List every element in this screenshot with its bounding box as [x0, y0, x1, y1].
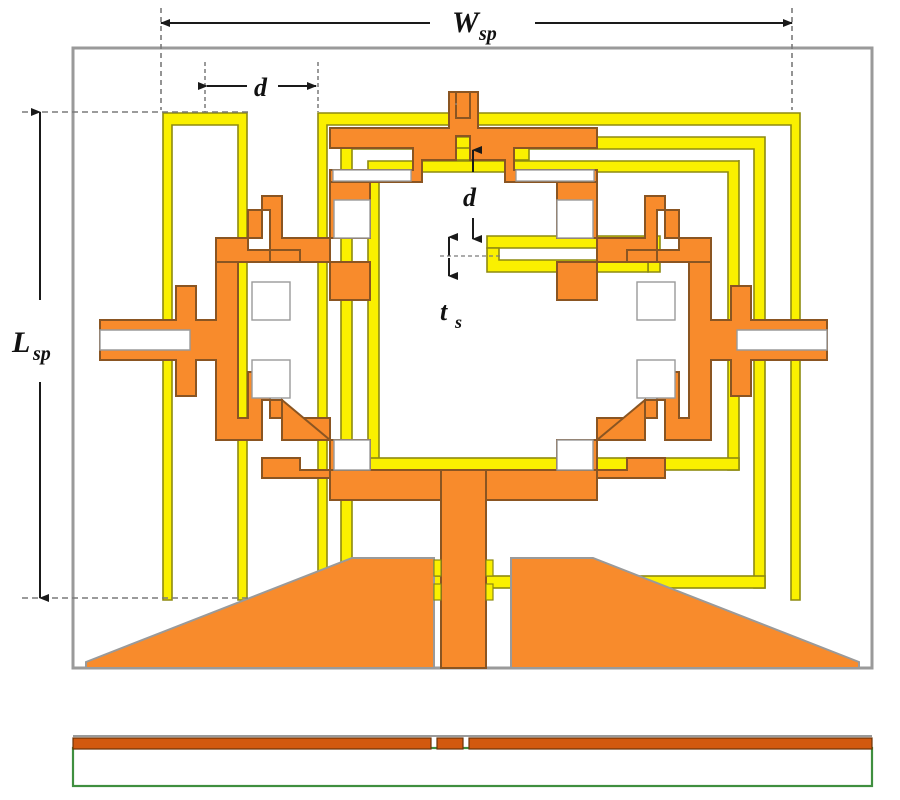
patch-upper-left-step-a	[215, 181, 371, 263]
patch-ul-riser	[300, 261, 371, 301]
ground-plane-left	[85, 557, 435, 669]
patch-right-body	[596, 238, 828, 441]
dimension-lines	[22, 8, 793, 602]
label-ts-sub: s	[454, 312, 462, 332]
label-lsp-sub: sp	[32, 343, 51, 365]
label-d-vertical: d	[463, 183, 477, 212]
patch-left-notch-slit	[99, 329, 191, 351]
patch-ur-riser	[556, 261, 627, 301]
side-metal-right	[468, 737, 873, 750]
label-wsp-main: W	[452, 6, 481, 39]
patch-inner-openings	[251, 199, 676, 471]
patch-left-body	[99, 238, 331, 441]
patch-slits	[332, 103, 595, 182]
label-lsp-main: L	[11, 326, 30, 359]
slot-mid-bottom-bar	[367, 457, 740, 471]
label-d-horizontal: d	[254, 73, 268, 102]
cpw-gap-left-lower	[433, 583, 442, 601]
patch-crown-tab	[455, 91, 471, 119]
slot-left-outer-arm	[162, 112, 248, 601]
side-metal-feed	[436, 737, 464, 750]
side-view	[71, 735, 874, 788]
side-metal-left	[72, 737, 432, 750]
dimension-labels: W sp L sp d d t s	[11, 6, 497, 365]
cpw-gap-left-upper	[433, 559, 442, 577]
cpw-gap-right-lower	[485, 583, 494, 601]
side-substrate	[71, 746, 874, 788]
ground-plane-right	[510, 557, 860, 669]
ground-plane-group	[85, 557, 860, 669]
feed-line	[440, 469, 487, 669]
patch-right-notch-slit	[736, 329, 828, 351]
cpw-gap-right-upper	[485, 559, 494, 577]
label-ts-main: t	[440, 297, 448, 326]
label-wsp-sub: sp	[478, 23, 497, 45]
patch-upper-right-step-a	[556, 181, 712, 263]
